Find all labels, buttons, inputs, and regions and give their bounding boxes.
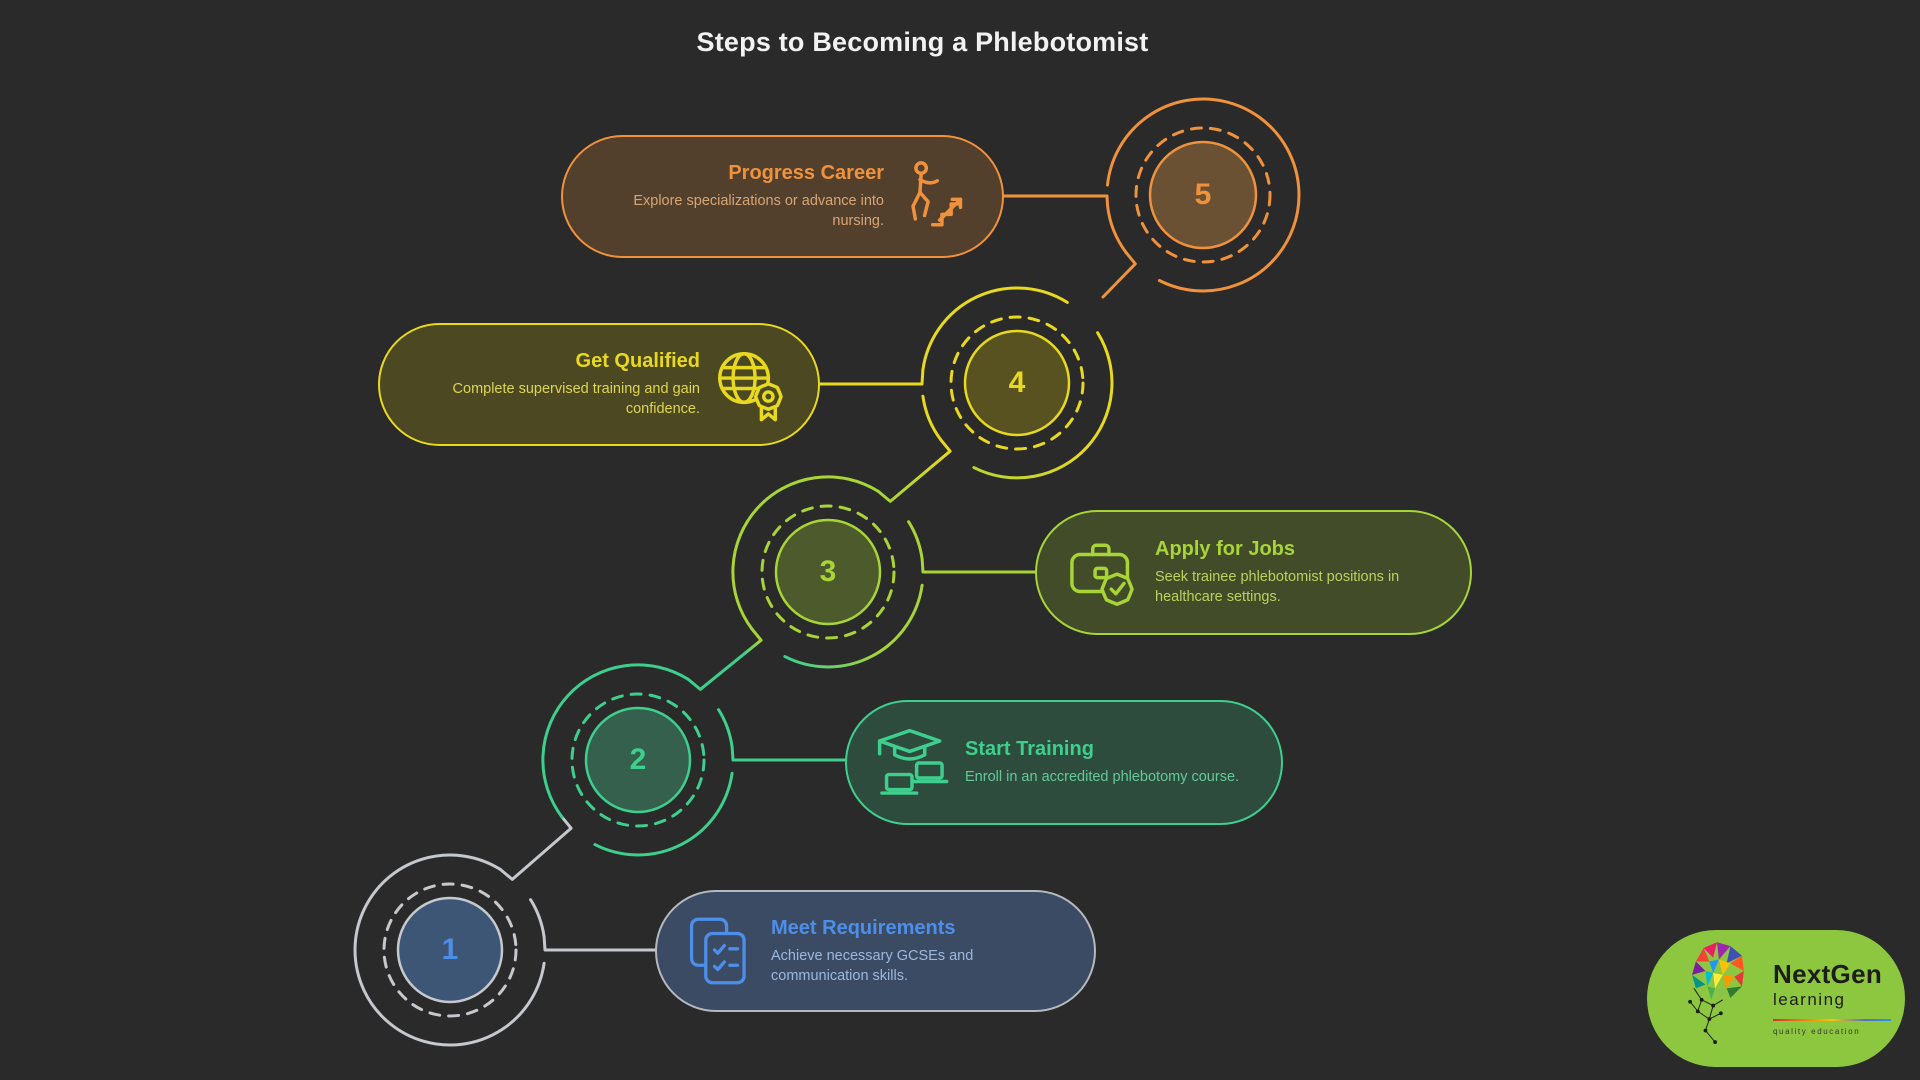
- brand-logo: NextGen learning quality education: [1647, 930, 1905, 1067]
- connector-diagonal-2-3: [686, 627, 763, 691]
- brain-logo-graphic: [1669, 936, 1765, 1061]
- inner-circle: [1148, 140, 1258, 250]
- step-number-5: 5: [1194, 178, 1212, 211]
- briefcase-check-icon: [1065, 536, 1139, 610]
- step-card-2: Start Training Enroll in an accredited p…: [845, 700, 1283, 825]
- step-description: Enroll in an accredited phlebotomy cours…: [965, 769, 1240, 785]
- page-title: Steps to Becoming a Phlebotomist: [696, 27, 1149, 58]
- connector-card-line-1: [542, 935, 657, 952]
- step-card-3: Apply for Jobs Seek trainee phlebotomist…: [1035, 510, 1472, 635]
- outer-ring: [529, 898, 546, 939]
- dashed-ring: [382, 882, 518, 1018]
- outer-ring: [731, 475, 880, 631]
- documents-checklist-icon: [685, 916, 755, 986]
- outer-ring: [541, 663, 690, 819]
- inner-circle: [963, 329, 1071, 437]
- connector-card-line-4: [818, 368, 925, 386]
- step-title: Get Qualified: [575, 350, 700, 372]
- step-title: Meet Requirements: [771, 916, 956, 939]
- dashed-ring: [949, 315, 1085, 451]
- step-description: Complete supervised training and gain co…: [452, 381, 700, 417]
- step-card-5: Progress Career Explore specializations …: [561, 135, 1004, 258]
- step-card-1: Meet Requirements Achieve necessary GCSE…: [655, 890, 1096, 1012]
- step-number-2: 2: [629, 743, 647, 776]
- connector-card-line-5: [1002, 194, 1109, 207]
- brand-divider: [1773, 1018, 1891, 1021]
- person-climbing-stairs-icon: [898, 160, 972, 234]
- connector-card-line-2: [730, 745, 847, 762]
- connector-card-line-3: [920, 557, 1037, 574]
- step-title: Progress Career: [728, 162, 884, 184]
- brand-name: NextGen: [1773, 959, 1883, 990]
- inner-circle: [396, 896, 504, 1004]
- step-circle-2: [541, 663, 734, 857]
- outer-ring: [921, 286, 1069, 372]
- outer-ring: [717, 708, 734, 749]
- outer-ring: [972, 331, 1114, 480]
- brand-subname: learning: [1773, 989, 1846, 1009]
- outer-ring: [1106, 203, 1128, 255]
- step-number-4: 4: [1008, 366, 1026, 399]
- dashed-ring: [760, 504, 896, 640]
- connector-diagonal-1-2: [498, 815, 573, 881]
- outer-ring: [593, 771, 734, 857]
- globe-award-icon: [714, 348, 788, 422]
- dashed-ring: [570, 692, 706, 828]
- brand-tagline: quality education: [1773, 1026, 1861, 1036]
- step-circle-5: [1106, 97, 1301, 293]
- outer-ring: [907, 520, 924, 561]
- inner-circle: [774, 518, 882, 626]
- step-number-3: 3: [819, 555, 837, 588]
- step-circle-4: [921, 286, 1114, 480]
- step-description: Achieve necessary GCSEs and communicatio…: [771, 947, 974, 984]
- outer-ring: [1106, 97, 1301, 293]
- connector-diagonal-4-5: [1101, 251, 1137, 299]
- dashed-ring: [1134, 126, 1272, 264]
- step-circle-3: [731, 475, 924, 669]
- step-card-4: Get Qualified Complete supervised traini…: [378, 323, 820, 446]
- step-description: Explore specializations or advance into …: [633, 193, 884, 229]
- step-number-1: 1: [441, 933, 459, 966]
- outer-ring: [353, 853, 546, 1047]
- graduation-cap-laptops-icon: [875, 726, 949, 800]
- step-title: Apply for Jobs: [1155, 538, 1296, 560]
- outer-ring: [783, 583, 924, 669]
- connector-diagonal-3-4: [876, 438, 952, 503]
- inner-circle: [584, 706, 692, 814]
- step-circle-1: [353, 853, 546, 1047]
- outer-ring: [921, 394, 943, 442]
- step-title: Start Training: [965, 738, 1094, 760]
- step-description: Seek trainee phlebotomist positions in h…: [1155, 569, 1400, 605]
